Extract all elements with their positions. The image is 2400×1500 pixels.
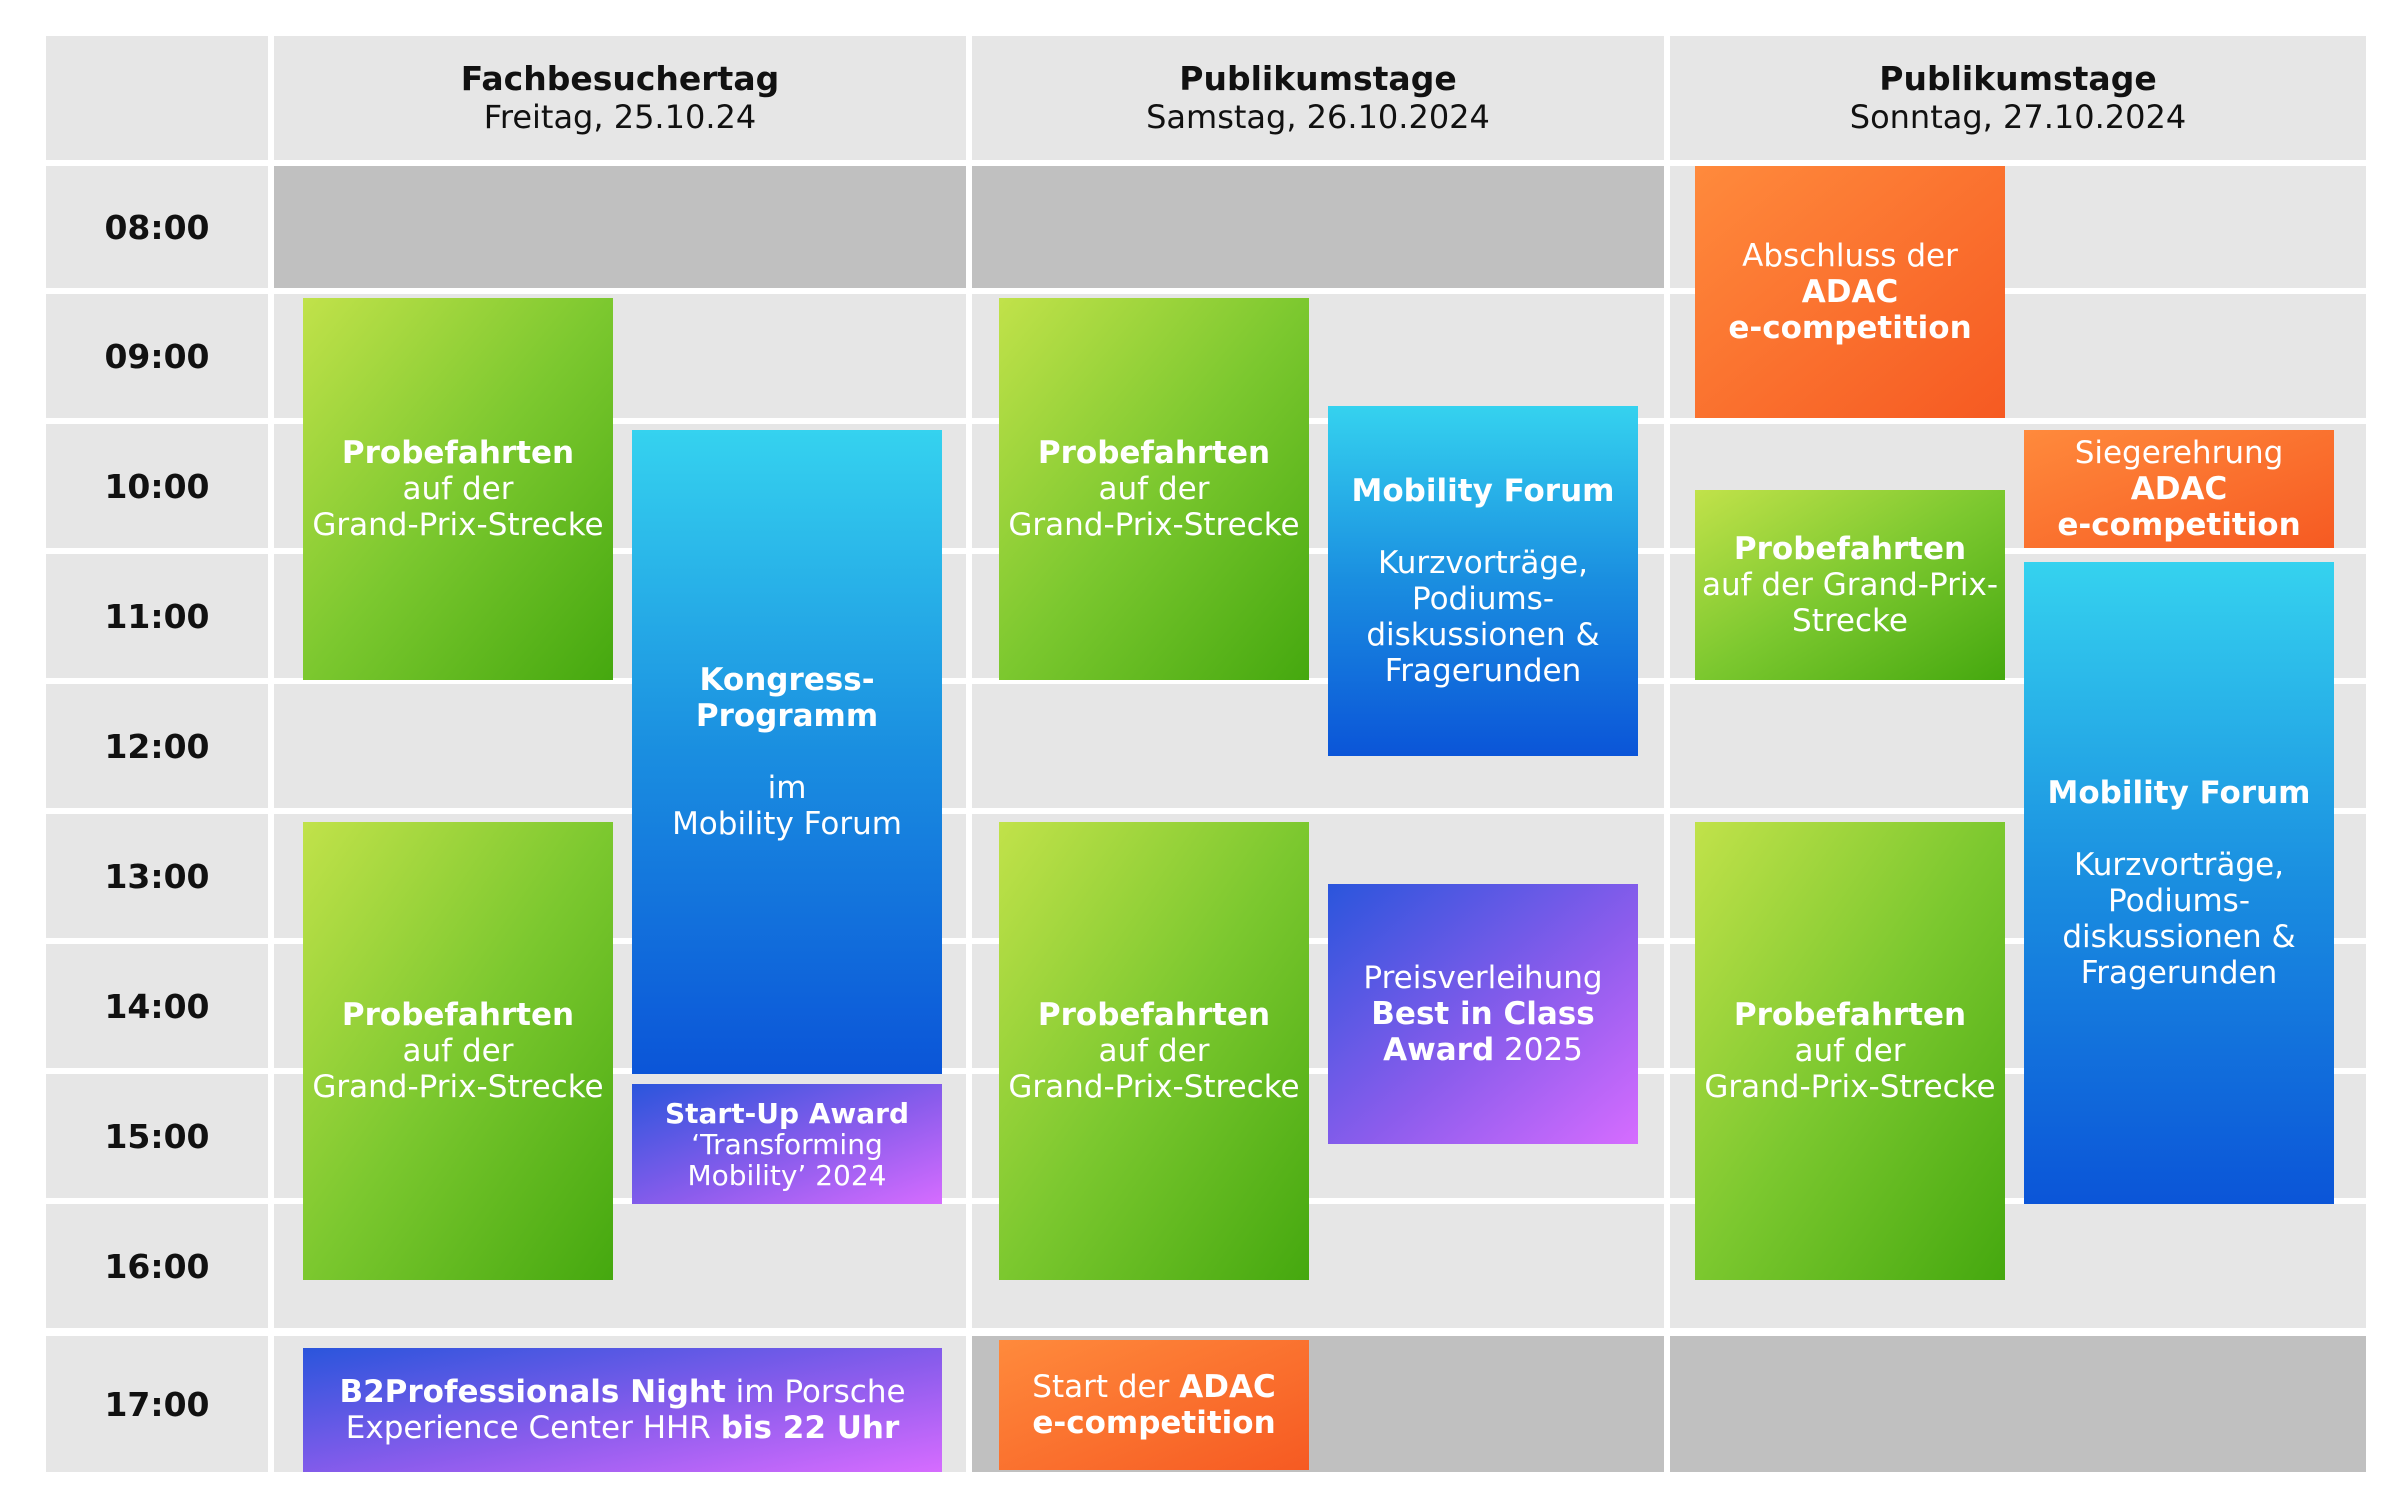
event-line-3: Award 2025 <box>1383 1032 1583 1068</box>
header-friday: Fachbesuchertag Freitag, 25.10.24 <box>274 36 966 160</box>
event-probefahrten-sat-pm[interactable]: Probefahrten auf der Grand-Prix-Strecke <box>999 822 1309 1280</box>
event-line: auf der <box>402 1033 514 1069</box>
time-0800: 08:00 <box>46 166 268 288</box>
event-title: Start-Up Award <box>664 1096 910 1130</box>
event-line: auf der <box>402 471 514 507</box>
event-line: auf der <box>1098 471 1210 507</box>
time-1000: 10:00 <box>46 424 268 548</box>
event-line: Strecke <box>1792 603 1908 639</box>
event-line: auf der <box>1098 1033 1210 1069</box>
night-text: Experience Center HHR <box>345 1410 721 1446</box>
event-title: Mobility Forum <box>2047 775 2311 811</box>
event-siegerehrung-adac[interactable]: Siegerehrung ADAC e-competition <box>2024 430 2334 548</box>
event-line: Podiums- <box>1411 581 1555 617</box>
header-title: Fachbesuchertag <box>460 59 780 98</box>
night-bold: B2Professionals Night <box>339 1374 726 1410</box>
event-line: Grand-Prix-Strecke <box>1008 1069 1300 1105</box>
event-b2professionals-night[interactable]: B2Professionals Night im Porsche Experie… <box>303 1348 942 1472</box>
start-bold: ADAC <box>1179 1369 1276 1405</box>
time-1300: 13:00 <box>46 814 268 938</box>
event-line: Abschluss der <box>1742 238 1958 274</box>
event-startup-award[interactable]: Start-Up Award ‘Transforming Mobility’ 2… <box>632 1084 942 1204</box>
event-line: im <box>767 770 807 806</box>
header-title: Publikumstage <box>1179 59 1457 98</box>
event-line: Grand-Prix-Strecke <box>312 1069 604 1105</box>
event-title: Probefahrten <box>341 435 575 471</box>
time-1600: 16:00 <box>46 1204 268 1328</box>
event-probefahrten-fri-am[interactable]: Probefahrten auf der Grand-Prix-Strecke <box>303 298 613 680</box>
event-line: Preisverleihung <box>1363 960 1603 996</box>
event-mobility-forum-sat[interactable]: Mobility Forum Kurzvorträge, Podiums- di… <box>1328 406 1638 756</box>
event-line: ‘Transforming <box>691 1127 883 1161</box>
event-line: Podiums- <box>2107 883 2251 919</box>
closed-slot <box>1670 1336 2366 1472</box>
header-title: Publikumstage <box>1879 59 2157 98</box>
event-mobility-forum-sun[interactable]: Mobility Forum Kurzvorträge, Podiums- di… <box>2024 562 2334 1204</box>
event-title: Probefahrten <box>1733 531 1967 567</box>
time-0900: 09:00 <box>46 294 268 418</box>
event-line: Mobility’ 2024 <box>687 1158 887 1192</box>
event-line: diskussionen & <box>1366 617 1600 653</box>
event-probefahrten-fri-pm[interactable]: Probefahrten auf der Grand-Prix-Strecke <box>303 822 613 1280</box>
event-line: Kurzvorträge, <box>2073 847 2284 883</box>
event-title: Probefahrten <box>1037 997 1271 1033</box>
event-title: ADAC <box>1801 274 1899 310</box>
event-title: Programm <box>695 698 879 734</box>
event-title: Probefahrten <box>1733 997 1967 1033</box>
event-probefahrten-sun-pm[interactable]: Probefahrten auf der Grand-Prix-Strecke <box>1695 822 2005 1280</box>
event-line: auf der Grand-Prix- <box>1701 567 1999 603</box>
event-title: e-competition <box>2057 507 2301 543</box>
time-1200: 12:00 <box>46 684 268 808</box>
event-line-1: Start der ADAC <box>1032 1369 1275 1405</box>
event-best-in-class-award[interactable]: Preisverleihung Best in Class Award 2025 <box>1328 884 1638 1144</box>
header-date: Sonntag, 27.10.2024 <box>1849 98 2187 136</box>
award-year: 2025 <box>1494 1032 1583 1068</box>
event-line: diskussionen & <box>2062 919 2296 955</box>
event-title: Kongress- <box>699 662 875 698</box>
event-line: Kurzvorträge, <box>1377 545 1588 581</box>
event-kongress-programm[interactable]: Kongress- Programm im Mobility Forum <box>632 430 942 1074</box>
event-title: Best in Class <box>1371 996 1595 1032</box>
closed-slot <box>972 166 1664 288</box>
event-title: e-competition <box>1728 310 1972 346</box>
event-title: Mobility Forum <box>1351 473 1615 509</box>
header-saturday: Publikumstage Samstag, 26.10.2024 <box>972 36 1664 160</box>
event-title: Probefahrten <box>341 997 575 1033</box>
event-line: Fragerunden <box>2080 955 2278 991</box>
header-sunday: Publikumstage Sonntag, 27.10.2024 <box>1670 36 2366 160</box>
header-date: Samstag, 26.10.2024 <box>1146 98 1490 136</box>
event-line: Siegerehrung <box>2074 435 2284 471</box>
event-line-2: Experience Center HHR bis 22 Uhr <box>346 1410 899 1446</box>
event-probefahrten-sun-am[interactable]: Probefahrten auf der Grand-Prix- Strecke <box>1695 490 2005 680</box>
night-bold: bis 22 Uhr <box>720 1410 900 1446</box>
time-1100: 11:00 <box>46 554 268 678</box>
corner-cell <box>46 36 268 160</box>
event-line: Fragerunden <box>1384 653 1582 689</box>
event-line: Grand-Prix-Strecke <box>1704 1069 1996 1105</box>
event-line: Mobility Forum <box>672 806 902 842</box>
time-1700: 17:00 <box>46 1336 268 1472</box>
event-title: Probefahrten <box>1037 435 1271 471</box>
event-line: Grand-Prix-Strecke <box>312 507 604 543</box>
closed-slot <box>274 166 966 288</box>
time-1400: 14:00 <box>46 944 268 1068</box>
event-abschluss-adac[interactable]: Abschluss der ADAC e-competition <box>1695 166 2005 418</box>
event-title: ADAC <box>2130 471 2228 507</box>
event-probefahrten-sat-am[interactable]: Probefahrten auf der Grand-Prix-Strecke <box>999 298 1309 680</box>
night-text: im Porsche <box>725 1374 906 1410</box>
event-line: auf der <box>1794 1033 1906 1069</box>
start-text: Start der <box>1032 1369 1180 1405</box>
time-1500: 15:00 <box>46 1074 268 1198</box>
event-start-adac[interactable]: Start der ADAC e-competition <box>999 1340 1309 1470</box>
event-title: e-competition <box>1032 1405 1276 1441</box>
header-date: Freitag, 25.10.24 <box>483 98 757 136</box>
award-bold: Award <box>1383 1032 1495 1068</box>
event-line: Grand-Prix-Strecke <box>1008 507 1300 543</box>
event-line-1: B2Professionals Night im Porsche <box>339 1374 905 1410</box>
